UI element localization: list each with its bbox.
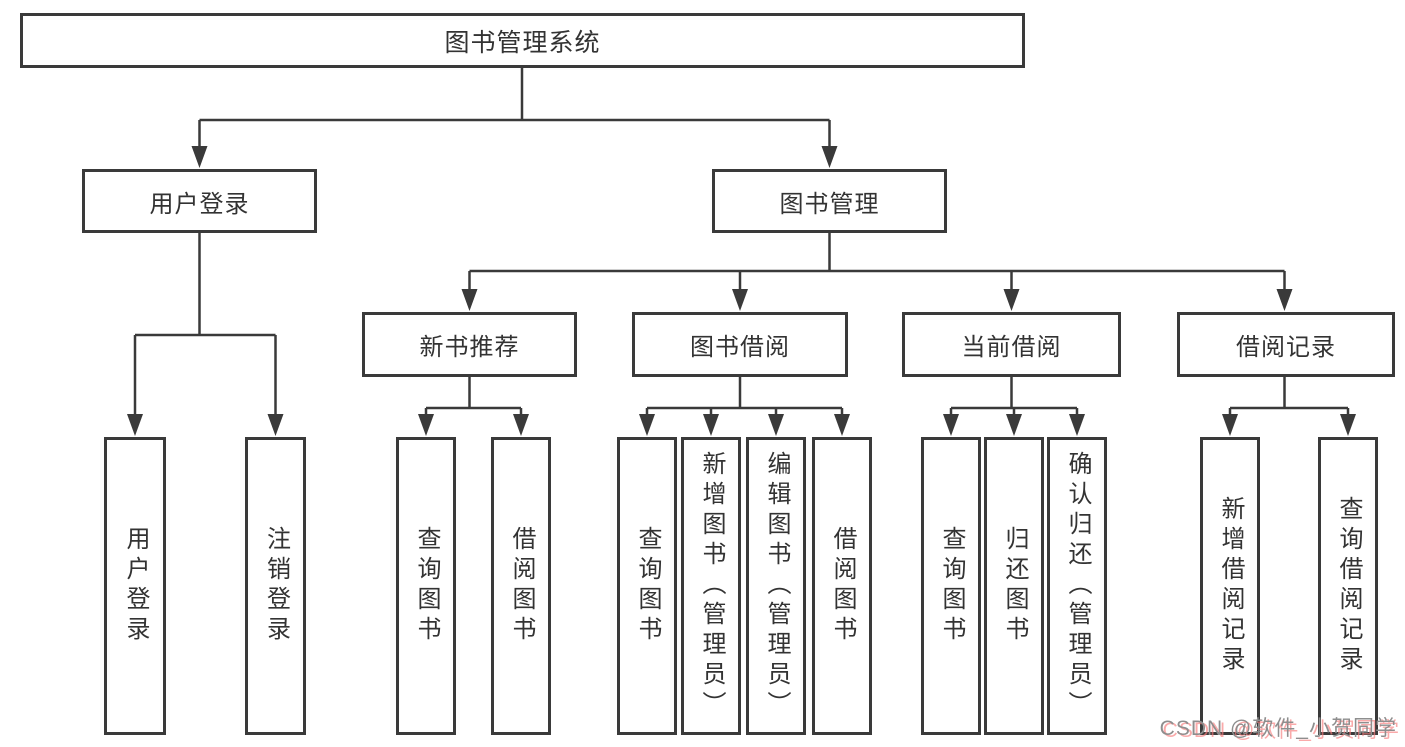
node-library-management-system: 图书管理系统: [20, 13, 1025, 68]
arrowhead: [1006, 414, 1022, 436]
connector-borrowrecord-to-leaves: [1228, 377, 1350, 416]
connector-bookmgmt-to-level3: [468, 233, 1286, 291]
arrowhead: [267, 414, 284, 436]
leaf-borrow-book: 借阅图书: [812, 437, 872, 735]
connector-currentborrow-to-leaves: [949, 377, 1079, 416]
leaf-add-book-admin: 新增图书（管理员）: [681, 437, 741, 735]
connector-root-to-level2: [198, 68, 831, 148]
arrowhead: [1340, 414, 1356, 436]
leaf-query-borrow-record: 查询借阅记录: [1318, 437, 1378, 735]
arrowhead: [191, 146, 208, 168]
leaf-add-borrow-record: 新增借阅记录: [1200, 437, 1260, 735]
node-new-book-recommend: 新书推荐: [362, 312, 577, 377]
connector-userlogin-to-leaves: [133, 233, 277, 416]
arrowhead: [1069, 414, 1085, 436]
leaf-user-login: 用户登录: [104, 437, 166, 735]
arrowhead: [1276, 289, 1293, 311]
node-borrow-record: 借阅记录: [1177, 312, 1395, 377]
csdn-watermark: CSDN @软件_小贺同学: [1159, 717, 1397, 740]
connector-newbook-to-leaves: [424, 377, 523, 416]
connector-bookborrow-to-leaves: [645, 377, 844, 416]
leaf-query-book-borrow: 查询图书: [617, 437, 677, 735]
arrowhead: [834, 414, 850, 436]
arrowhead: [1222, 414, 1238, 436]
node-book-borrow: 图书借阅: [632, 312, 848, 377]
arrowhead: [703, 414, 719, 436]
leaf-query-book-recommend: 查询图书: [396, 437, 456, 735]
node-book-management: 图书管理: [712, 169, 947, 233]
leaf-borrow-book-recommend: 借阅图书: [491, 437, 551, 735]
arrowhead: [639, 414, 655, 436]
arrowhead: [127, 414, 143, 436]
leaf-query-book-current: 查询图书: [921, 437, 981, 735]
arrowhead: [461, 289, 478, 311]
arrowhead: [513, 414, 529, 436]
arrowhead: [768, 414, 784, 436]
leaf-confirm-return-admin: 确认归还（管理员）: [1047, 437, 1107, 735]
leaf-edit-book-admin: 编辑图书（管理员）: [746, 437, 806, 735]
arrowhead: [1003, 289, 1020, 311]
arrowhead: [732, 289, 748, 311]
leaf-return-book: 归还图书: [984, 437, 1044, 735]
node-current-borrow: 当前借阅: [902, 312, 1121, 377]
arrowhead: [821, 146, 838, 168]
node-user-login: 用户登录: [82, 169, 317, 233]
arrowhead: [418, 414, 434, 436]
arrowhead: [943, 414, 959, 436]
leaf-logout: 注销登录: [245, 437, 306, 735]
